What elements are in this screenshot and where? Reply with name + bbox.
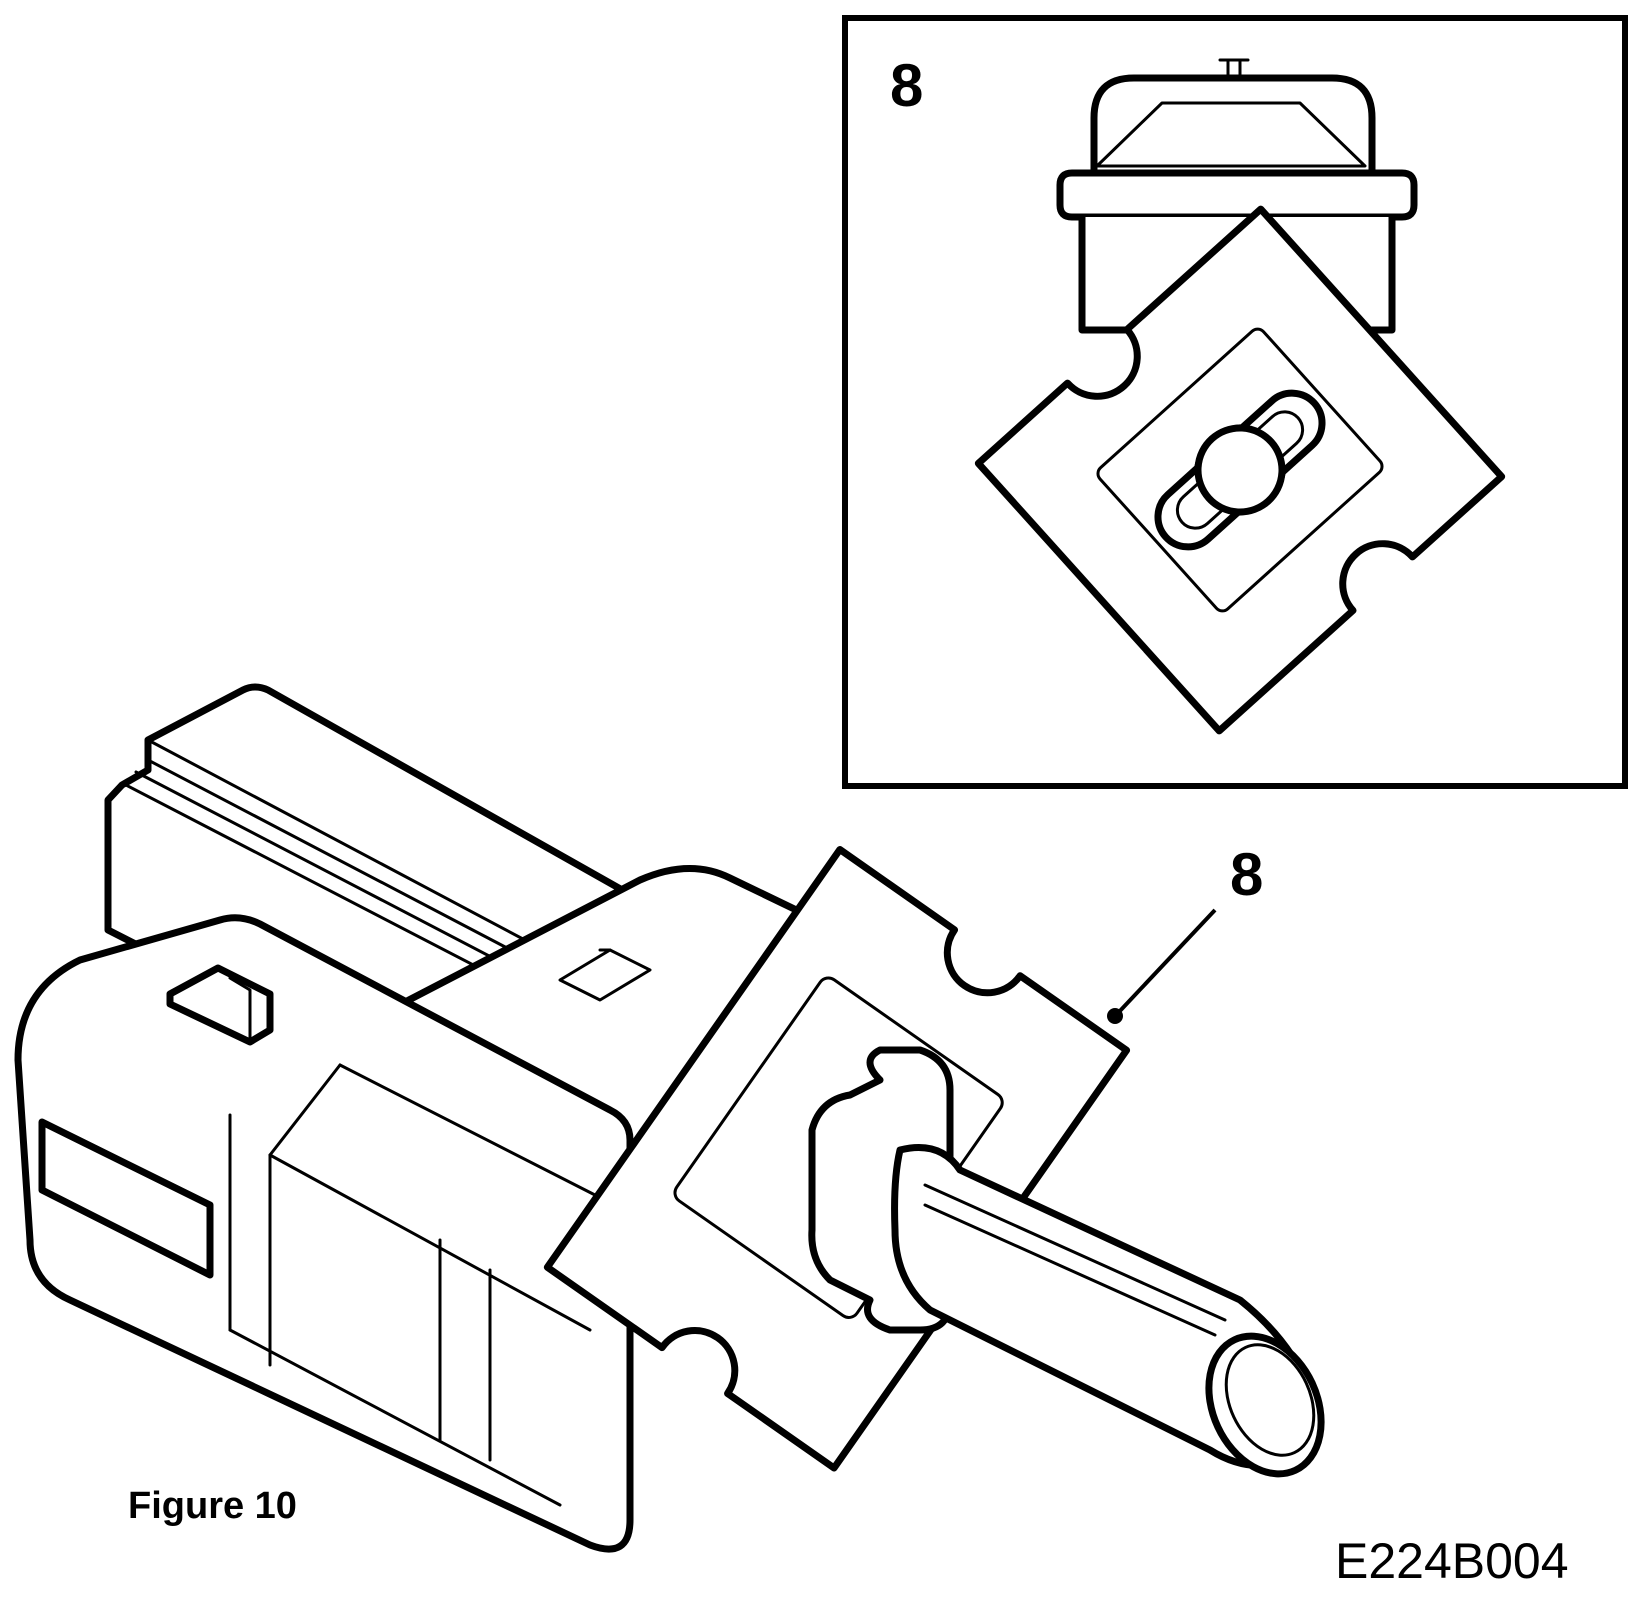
inset-clip [974,205,1506,735]
plunger-assembly [808,1046,1325,1478]
callout-dot [1107,1008,1123,1024]
figure-caption: Figure 10 [128,1485,297,1527]
inset-part-label: 8 [890,52,923,119]
switch-front-housing [14,914,634,1553]
callout-label-8: 8 [1230,841,1263,908]
main-illustration: 8 [14,683,1325,1553]
drawing-code: E224B004 [1335,1533,1569,1589]
callout-leader [1116,908,1217,1015]
inset-panel: 8 [842,15,1628,789]
